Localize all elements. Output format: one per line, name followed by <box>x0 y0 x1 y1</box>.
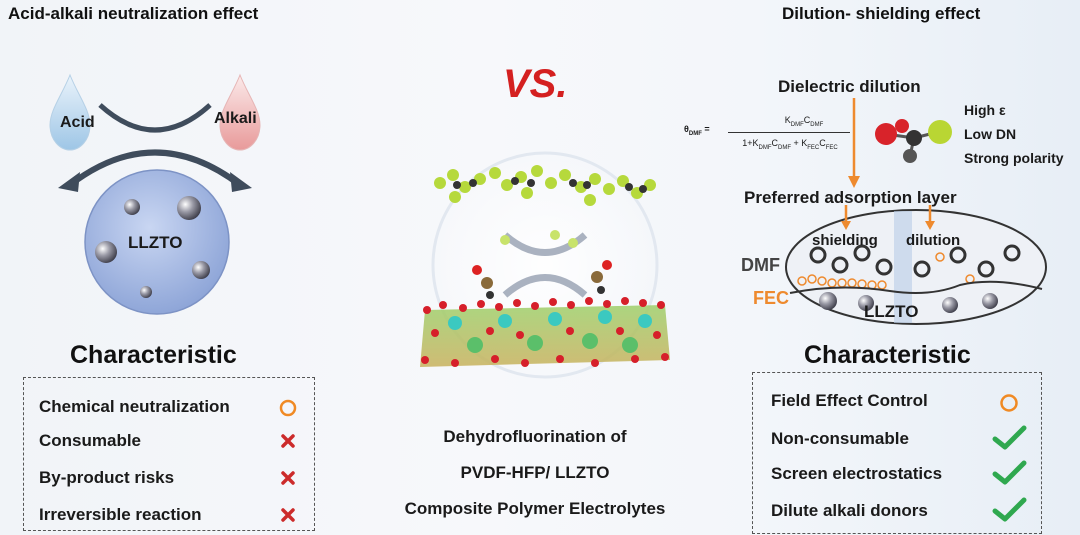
dielectric-dilution-label: Dielectric dilution <box>778 77 921 96</box>
alkali-label: Alkali <box>214 110 257 127</box>
cross-icon <box>281 508 295 522</box>
property-3: Strong polarity <box>964 150 1064 166</box>
check-icon <box>992 425 1027 450</box>
fec-label: FEC <box>753 288 789 308</box>
equation-lhs: θDMF = <box>684 124 710 137</box>
circle-icon <box>1000 394 1018 412</box>
equation-divider <box>728 132 850 133</box>
caption-line-1: Dehydrofluorination of <box>443 427 627 446</box>
left-row-4: Irreversible reaction <box>39 505 202 524</box>
left-title: Acid-alkali neutralization effect <box>8 4 259 23</box>
property-1: High ε <box>964 102 1006 118</box>
check-icon <box>992 460 1027 485</box>
alkali-drop <box>219 73 261 151</box>
caption-line-2: PVDF-HFP/ LLZTO <box>460 463 610 482</box>
acid-drop <box>49 73 91 151</box>
left-row-1: Chemical neutralization <box>39 397 230 416</box>
cross-icon <box>281 434 295 448</box>
llzto-label: LLZTO <box>128 233 183 252</box>
vs-label: VS. <box>503 62 568 106</box>
circle-icon <box>279 399 297 417</box>
cross-icon <box>281 471 295 485</box>
left-row-3: By-product risks <box>39 468 175 487</box>
right-characteristic-title: Characteristic <box>804 341 971 369</box>
adsorption-layer-label: Preferred adsorption layer <box>744 188 957 207</box>
right-row-3: Screen electrostatics <box>771 464 943 483</box>
arrow-right-icon <box>230 172 252 192</box>
caption-line-3: Composite Polymer Electrolytes <box>404 499 666 518</box>
left-row-2: Consumable <box>39 431 142 450</box>
arrow-left-icon <box>58 172 80 192</box>
down-arrow-icon <box>848 98 860 188</box>
left-characteristic-title: Characteristic <box>70 341 237 369</box>
dilution-label: dilution <box>906 232 961 249</box>
right-row-2: Non-consumable <box>771 429 909 448</box>
left-characteristic-box <box>23 377 315 531</box>
dmf-molecule-icon <box>875 119 952 163</box>
equation-denominator: 1+KDMFCDMF + KFECCFEC <box>742 138 838 151</box>
shielding-label: shielding <box>812 232 878 249</box>
acid-alkali-illustration <box>49 73 261 315</box>
property-2: Low DN <box>964 126 1017 142</box>
right-title: Dilution- shielding effect <box>782 4 981 23</box>
right-characteristic-box <box>752 372 1042 534</box>
adsorption-layer-illustration <box>785 205 1047 325</box>
equation-numerator: KDMFCDMF <box>784 115 824 128</box>
right-llzto-label: LLZTO <box>864 302 919 321</box>
right-row-4: Dilute alkali donors <box>771 501 928 520</box>
membrane-structure-illustration <box>420 151 670 379</box>
check-icon <box>992 497 1027 522</box>
dmf-label: DMF <box>741 255 780 275</box>
right-row-1: Field Effect Control <box>771 391 928 410</box>
acid-label: Acid <box>60 114 95 131</box>
